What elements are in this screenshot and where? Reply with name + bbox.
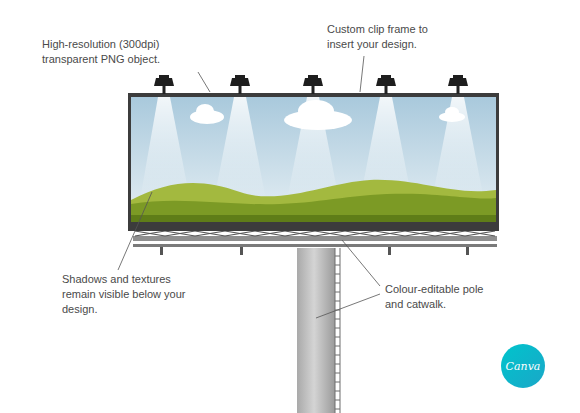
ladder-rung: [335, 301, 340, 302]
ladder-rung: [335, 382, 340, 383]
lamp-arm: [385, 86, 388, 94]
ladder-rung: [335, 337, 340, 338]
truss-strut: [255, 231, 285, 236]
clouds: [190, 100, 465, 130]
ladder-rung: [335, 346, 340, 347]
logo-text: Canva: [506, 360, 541, 373]
clip-frame: [131, 97, 496, 222]
ladder-rung: [335, 400, 340, 401]
lamp-head: [376, 78, 396, 86]
truss-strut: [195, 231, 225, 236]
lamp-cap: [381, 75, 391, 78]
lamp: [448, 75, 468, 94]
ladder-rung: [335, 274, 340, 275]
ladder-rung: [335, 283, 340, 284]
truss-strut: [375, 231, 405, 236]
truss-strut: [375, 231, 405, 236]
truss-strut: [195, 231, 225, 236]
truss-strut: [225, 231, 255, 236]
lamp-arm: [239, 86, 242, 94]
callout-note: Colour-editable pole and catwalk.: [385, 282, 500, 312]
truss-strut: [165, 231, 195, 236]
lamp-head: [154, 78, 174, 86]
ladder-rung: [335, 319, 340, 320]
callout-note: Shadows and textures remain visible belo…: [62, 272, 192, 317]
truss-strut: [465, 231, 495, 236]
lamp-arm: [457, 86, 460, 94]
ladder-rung: [335, 355, 340, 356]
ladder-rung: [335, 256, 340, 257]
catwalk-rail: [133, 244, 497, 247]
ladder-rung: [335, 292, 340, 293]
catwalk-legs: [160, 247, 469, 255]
board-frame: [128, 93, 499, 231]
truss-strut: [345, 231, 375, 236]
ladder-rung: [335, 391, 340, 392]
truss-strut: [345, 231, 375, 236]
ladder-rung: [335, 265, 340, 266]
truss-strut: [405, 231, 435, 236]
ladder-rungs: [335, 256, 340, 409]
hill-back: [131, 180, 496, 222]
logo-badge: Canva: [501, 344, 545, 388]
truss-strut: [465, 231, 495, 236]
lamp: [154, 75, 174, 94]
catwalk-truss: [135, 231, 495, 236]
ladder: [335, 248, 340, 413]
ladder-rung: [335, 328, 340, 329]
callout-note: High-resolution (300dpi) transparent PNG…: [42, 37, 202, 67]
lamp: [303, 75, 323, 94]
lamp-cap: [453, 75, 463, 78]
ladder-rung: [335, 364, 340, 365]
catwalk: [133, 236, 497, 241]
ground: [131, 215, 496, 222]
truss-strut: [435, 231, 465, 236]
truss-strut: [135, 231, 165, 236]
hill-front: [131, 194, 496, 222]
truss-strut: [255, 231, 285, 236]
truss-strut: [435, 231, 465, 236]
truss-strut: [285, 231, 315, 236]
lamp: [376, 75, 396, 94]
truss-strut: [135, 231, 165, 236]
lamp-cap: [308, 75, 318, 78]
truss-strut: [225, 231, 255, 236]
pole: [297, 248, 335, 413]
lamp: [230, 75, 250, 94]
ladder-rung: [335, 373, 340, 374]
lamp-cap: [159, 75, 169, 78]
lamp-arm: [312, 86, 315, 94]
lamp-arm: [163, 86, 166, 94]
lamp-head: [230, 78, 250, 86]
truss-strut: [315, 231, 345, 236]
truss-strut: [165, 231, 195, 236]
lamp-head: [303, 78, 323, 86]
ladder-rung: [335, 409, 340, 410]
callout-note: Custom clip frame to insert your design.: [327, 22, 457, 52]
lamp-head: [448, 78, 468, 86]
truss-strut: [285, 231, 315, 236]
truss-strut: [405, 231, 435, 236]
logo-circle: [501, 344, 545, 388]
truss-strut: [315, 231, 345, 236]
lamp-cap: [235, 75, 245, 78]
